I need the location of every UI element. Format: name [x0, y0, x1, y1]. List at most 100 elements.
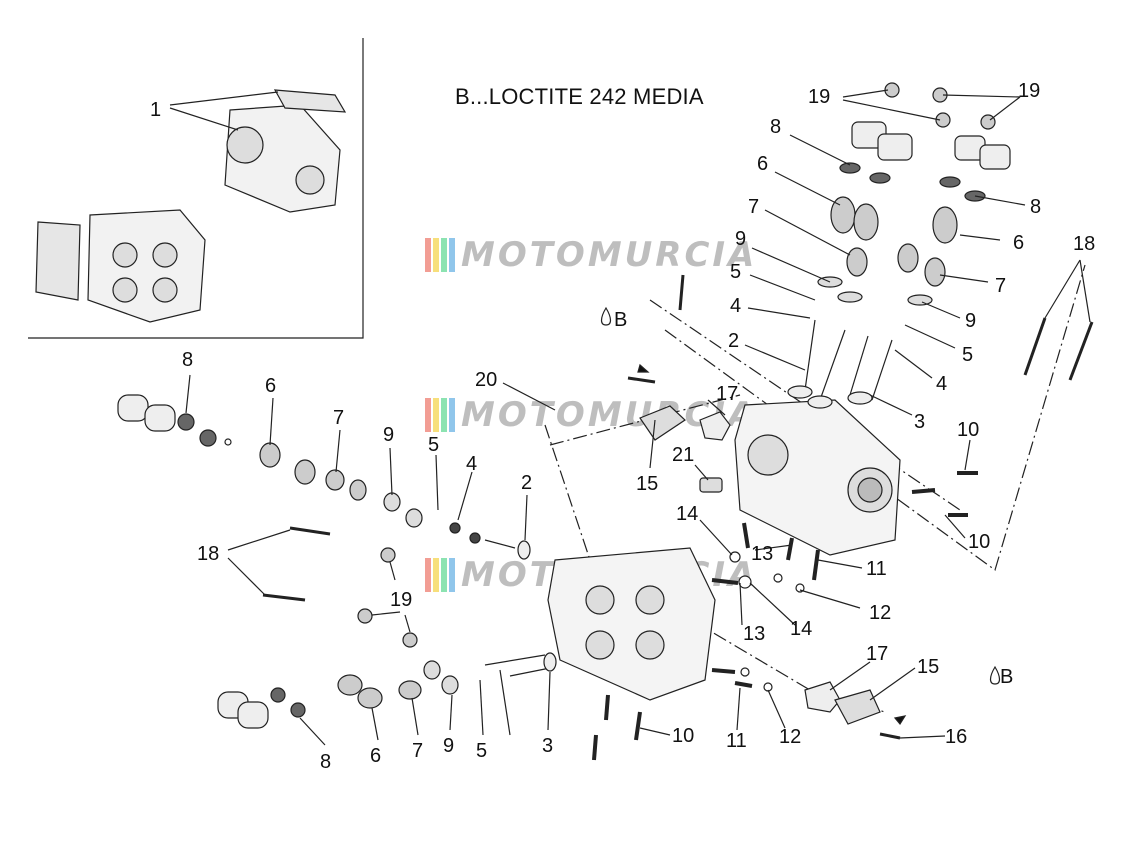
- callout-4: 4: [936, 373, 947, 395]
- loctite-drop-icon: [989, 665, 1001, 685]
- callout-7: 7: [995, 275, 1006, 297]
- callout-b: B: [614, 309, 627, 331]
- cylinder-head-rear: [734, 399, 901, 556]
- callout-17: 17: [866, 643, 888, 665]
- callout-9: 9: [443, 735, 454, 757]
- dowel: [812, 549, 820, 581]
- arrow-icon: [637, 363, 650, 373]
- valve-stem: [819, 329, 846, 401]
- inset-frame: [28, 38, 364, 339]
- spring: [259, 442, 281, 468]
- callout-3: 3: [542, 735, 553, 757]
- callout-18: 18: [197, 543, 219, 565]
- spring-seat: [383, 492, 401, 512]
- callout-10: 10: [968, 531, 990, 553]
- spring: [337, 674, 363, 696]
- spring: [398, 680, 422, 700]
- stud: [262, 593, 306, 602]
- stud: [1023, 317, 1047, 376]
- callout-15: 15: [636, 473, 658, 495]
- callout-13: 13: [751, 543, 773, 565]
- sensor: [834, 689, 881, 725]
- valve-stem: [804, 319, 816, 391]
- dowel: [711, 578, 739, 585]
- spring: [853, 203, 879, 241]
- leader-lines: [185, 89, 1091, 746]
- valve-stem: [484, 539, 516, 549]
- callout-8: 8: [1030, 196, 1041, 218]
- callout-17: 17: [716, 383, 738, 405]
- callout-6: 6: [757, 153, 768, 175]
- spring-seat: [837, 291, 863, 303]
- callout-16: 16: [945, 726, 967, 748]
- valve-stem: [484, 654, 546, 666]
- washer: [773, 573, 783, 583]
- callout-3: 3: [914, 411, 925, 433]
- callout-7: 7: [748, 196, 759, 218]
- stud: [678, 274, 685, 311]
- shim: [869, 172, 891, 184]
- spring-seat: [423, 660, 441, 680]
- valve-head: [847, 391, 873, 405]
- stud: [289, 526, 331, 536]
- callout-9: 9: [383, 424, 394, 446]
- callout-6: 6: [370, 745, 381, 767]
- dowel: [786, 537, 794, 561]
- dowel: [604, 694, 610, 721]
- seal: [449, 522, 461, 534]
- nut: [357, 608, 373, 624]
- valve-stem: [871, 339, 893, 401]
- watermark-color-bars: [425, 238, 457, 272]
- spring: [325, 469, 345, 491]
- callout-5: 5: [962, 344, 973, 366]
- nut: [402, 632, 418, 648]
- callout-4: 4: [730, 295, 741, 317]
- screw: [627, 376, 656, 384]
- callout-11: 11: [866, 558, 887, 580]
- dowel: [592, 734, 598, 761]
- stud: [1068, 321, 1094, 381]
- callout-5: 5: [730, 261, 741, 283]
- valve-train-lower: [217, 652, 557, 729]
- callout-13: 13: [743, 623, 765, 645]
- dowel: [742, 522, 750, 549]
- callout-20: 20: [475, 369, 497, 391]
- callout-15: 15: [917, 656, 939, 678]
- valve-train-left: [117, 394, 531, 560]
- tappet: [979, 144, 1011, 170]
- valve-head: [787, 385, 813, 399]
- leader-1b: [169, 107, 239, 131]
- shim: [939, 176, 961, 188]
- tappet: [877, 133, 913, 161]
- fitting: [699, 477, 723, 493]
- dowel: [911, 488, 936, 494]
- callout-6: 6: [265, 375, 276, 397]
- watermark-top: MOTOMURCIA: [425, 235, 757, 275]
- valve-stem: [509, 667, 551, 677]
- valve-head: [807, 395, 833, 409]
- callout-1: 1: [150, 99, 161, 121]
- shim: [270, 687, 286, 703]
- callout-11: 11: [726, 730, 747, 752]
- callout-14: 14: [790, 618, 812, 640]
- callout-10: 10: [957, 419, 979, 441]
- callout-2: 2: [728, 330, 739, 352]
- shim: [177, 413, 195, 431]
- callout-8: 8: [182, 349, 193, 371]
- spring: [357, 687, 383, 709]
- callout-6: 6: [1013, 232, 1024, 254]
- callout-19: 19: [808, 86, 830, 108]
- callout-labels: 1 19 19 8 6 7 9 5 4 2 8 6 7 9 5 4 3 18 1…: [150, 80, 1095, 773]
- spring: [897, 243, 919, 273]
- callout-8: 8: [770, 116, 781, 138]
- inset-cylinder-head-rear: [224, 89, 347, 213]
- callout-12: 12: [779, 726, 801, 748]
- callout-14: 14: [676, 503, 698, 525]
- dowel: [734, 681, 753, 688]
- nut: [380, 547, 396, 563]
- spring-seat: [405, 508, 423, 528]
- washer: [763, 682, 773, 692]
- callout-5: 5: [428, 434, 439, 456]
- callout-10: 10: [672, 725, 694, 747]
